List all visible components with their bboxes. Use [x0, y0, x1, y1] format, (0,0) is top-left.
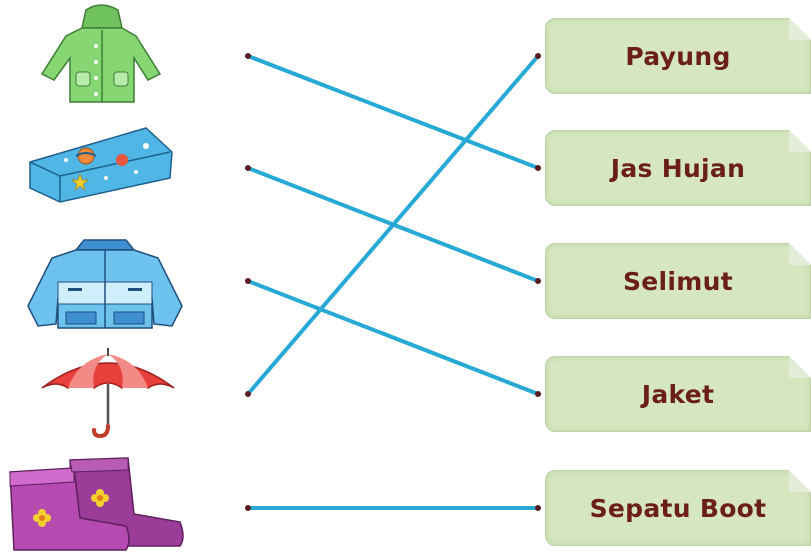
label-card-sepatu-boot[interactable]: Sepatu Boot: [545, 470, 811, 546]
label-card-selimut[interactable]: Selimut: [545, 243, 811, 319]
label-text: Sepatu Boot: [589, 493, 767, 523]
label-text: Payung: [625, 41, 731, 71]
left-dot-3[interactable]: [245, 278, 251, 284]
card-fold-corner: [789, 243, 811, 265]
match-line-3: [246, 279, 540, 396]
umbrella-icon: [41, 348, 175, 439]
right-dot-5[interactable]: [535, 505, 541, 511]
label-card-jaket[interactable]: Jaket: [545, 356, 811, 432]
card-fold-corner: [789, 356, 811, 378]
left-dot-4[interactable]: [245, 391, 251, 397]
right-dot-1[interactable]: [535, 53, 541, 59]
left-dot-2[interactable]: [245, 165, 251, 171]
label-card-payung[interactable]: Payung: [545, 18, 811, 94]
match-line-1: [246, 54, 540, 170]
card-fold-corner: [789, 18, 811, 40]
left-dot-1[interactable]: [245, 53, 251, 59]
label-text: Jaket: [641, 379, 715, 409]
match-line-4: [246, 54, 540, 396]
card-fold-corner: [789, 130, 811, 152]
right-dot-4[interactable]: [535, 391, 541, 397]
blanket-icon: [29, 127, 173, 203]
card-fold-corner: [789, 470, 811, 492]
boots-icon: [9, 457, 184, 551]
label-text: Selimut: [623, 266, 733, 296]
raincoat-icon: [40, 4, 162, 103]
right-dot-3[interactable]: [535, 278, 541, 284]
left-dot-5[interactable]: [245, 505, 251, 511]
label-text: Jas Hujan: [610, 153, 746, 183]
label-card-jas-hujan[interactable]: Jas Hujan: [545, 130, 811, 206]
jacket-icon: [27, 239, 183, 329]
right-dot-2[interactable]: [535, 165, 541, 171]
